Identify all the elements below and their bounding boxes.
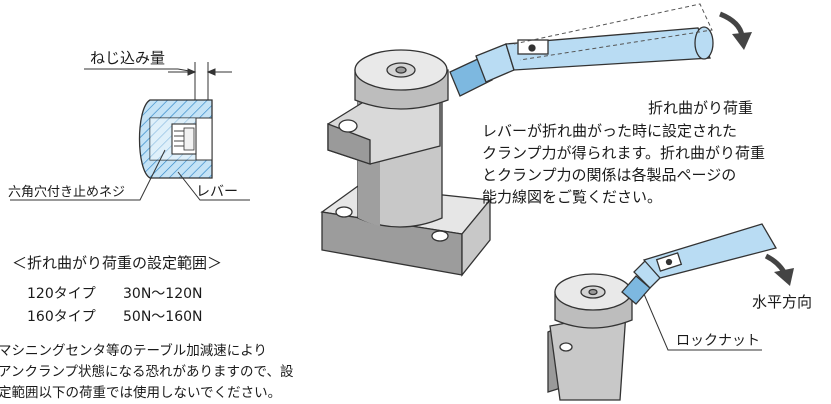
breaking-load-label: 折れ曲がり荷重	[648, 99, 754, 117]
clamp-top-cap	[354, 49, 449, 110]
caution-line: アンクランプ状態になる恐れがありますので、設	[0, 364, 294, 380]
screw-depth-dimension	[84, 62, 232, 118]
lower-clamp-body	[547, 273, 633, 401]
description-line: 能力線図をご覧ください。	[482, 188, 663, 206]
caution-line: マシニングセンタ等のテーブル加減速により	[0, 343, 267, 359]
caution-line: 定範囲以下の荷重では使用しないでください。	[0, 385, 282, 401]
screw-detail-drawing	[10, 62, 250, 201]
settings-range: 50N～160N	[123, 309, 203, 325]
settings-type: 160タイプ	[27, 309, 96, 325]
screw-depth-label: ねじ込み量	[90, 49, 166, 67]
upper-description: レバーが折れ曲がった時に設定された クランプ力が得られます。折れ曲がり荷重 とク…	[482, 120, 765, 208]
description-line: レバーが折れ曲がった時に設定された	[482, 122, 738, 140]
settings-row: 160タイプ 50N～160N	[27, 306, 202, 326]
horizontal-arrow-icon	[764, 253, 794, 286]
description-line: クランプ力が得られます。折れ曲がり荷重	[482, 144, 766, 162]
set-screw-leader	[10, 149, 166, 201]
settings-heading: ＜折れ曲がり荷重の設定範囲＞	[12, 254, 223, 272]
lever-label: レバー	[196, 184, 238, 200]
settings-row: 120タイプ 30N～120N	[27, 283, 202, 303]
set-screw-icon	[171, 123, 197, 155]
locknut-label: ロックナット	[676, 333, 760, 349]
lever-bent-outline	[513, 3, 713, 61]
set-screw-label: 六角穴付き止めネジ	[8, 185, 126, 200]
horizontal-direction-label: 水平方向	[752, 293, 813, 311]
caution-text: マシニングセンタ等のテーブル加減速により アンクランプ状態になる恐れがありますの…	[0, 341, 294, 404]
clamp-lever	[449, 26, 714, 97]
lever-leader	[177, 171, 250, 201]
settings-type: 120タイプ	[27, 286, 96, 302]
upper-clamp-drawing	[320, 3, 752, 277]
settings-range: 30N～120N	[123, 286, 203, 302]
lower-clamp-lever	[621, 223, 777, 305]
lower-clamp-drawing	[547, 223, 794, 401]
downward-arrow-icon	[719, 11, 752, 50]
description-line: とクランプ力の関係は各製品ページの	[482, 166, 737, 184]
locknut-leader	[643, 293, 762, 351]
